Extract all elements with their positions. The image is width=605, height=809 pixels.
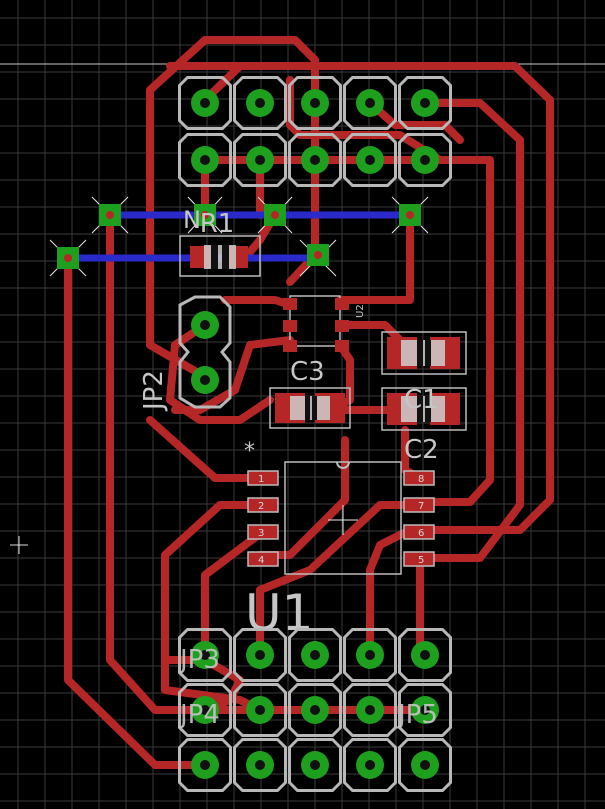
bottom-header-pad[interactable]	[233, 738, 287, 792]
pin1-marker: *	[244, 439, 255, 464]
via[interactable]	[57, 247, 79, 269]
u1-pin-right[interactable]: 8	[403, 470, 435, 486]
bottom-header-pad[interactable]	[288, 628, 342, 682]
u1-pin-left[interactable]: 2	[247, 497, 279, 513]
bottom-header-pad[interactable]	[343, 683, 397, 737]
top-header-pad[interactable]	[398, 76, 452, 130]
bottom-header-pad[interactable]	[288, 683, 342, 737]
u1-pin-number: 7	[418, 501, 424, 512]
resistor-r1[interactable]: R1 N	[179, 206, 261, 277]
bottom-header-pad[interactable]	[178, 628, 232, 682]
bottom-header-pad[interactable]	[343, 738, 397, 792]
via[interactable]	[307, 244, 329, 266]
bottom-header-pad[interactable]	[178, 683, 232, 737]
u1-pin-number: 4	[258, 555, 264, 566]
top-header-pad[interactable]	[233, 133, 287, 187]
u1-pin-number: 8	[418, 474, 424, 485]
top-header-pad[interactable]	[233, 76, 287, 130]
c1-label: C1	[404, 385, 439, 415]
bottom-header-pad[interactable]	[398, 683, 452, 737]
ic-u2[interactable]: U2	[283, 295, 366, 352]
u1-pin-right[interactable]: 5	[403, 551, 435, 567]
header-jp2[interactable]: JP2	[139, 295, 232, 412]
via[interactable]	[194, 204, 216, 226]
u1-pin-number: 2	[258, 501, 264, 512]
jp3-label: JP3	[178, 645, 220, 675]
top-header-pad[interactable]	[288, 76, 342, 130]
top-header-pad[interactable]	[343, 76, 397, 130]
top-pin-header[interactable]	[178, 76, 452, 187]
capacitor-c1[interactable]: C1	[381, 385, 467, 431]
top-header-pad[interactable]	[178, 133, 232, 187]
r1-overlap-label: N	[183, 206, 201, 234]
bottom-header-pad[interactable]	[288, 738, 342, 792]
bottom-header-pad[interactable]	[343, 628, 397, 682]
jp2-label: JP2	[139, 370, 169, 412]
capacitor-c3[interactable]: C3	[269, 357, 351, 429]
bottom-header-pad[interactable]	[178, 738, 232, 792]
vias[interactable]	[57, 204, 421, 269]
top-header-pad[interactable]	[178, 76, 232, 130]
r1-label: R1	[200, 209, 235, 239]
c2-label: C2	[404, 435, 439, 465]
u1-pin-number: 1	[258, 474, 264, 485]
u1-pin-right[interactable]: 7	[403, 497, 435, 513]
c3-label: C3	[290, 357, 325, 387]
jp4-label: JP4	[178, 700, 220, 730]
bottom-header-pad[interactable]	[233, 628, 287, 682]
u1-pin-number: 6	[418, 528, 424, 539]
bottom-header-pad[interactable]	[398, 738, 452, 792]
bottom-header-pad[interactable]	[233, 683, 287, 737]
bottom-header-pad[interactable]	[398, 628, 452, 682]
top-header-pad[interactable]	[288, 133, 342, 187]
u2-label: U2	[355, 304, 366, 318]
via[interactable]	[399, 204, 421, 226]
u1-pin-number: 5	[418, 555, 424, 566]
top-header-pad[interactable]	[343, 133, 397, 187]
u1-pin-number: 3	[258, 528, 264, 539]
capacitor-c2[interactable]: C2	[381, 331, 467, 465]
bottom-header-labels: JP3 JP4 JP5	[178, 645, 438, 730]
u1-pin-right[interactable]: 6	[403, 524, 435, 540]
u1-pin-left[interactable]: 3	[247, 524, 279, 540]
via[interactable]	[264, 204, 286, 226]
via[interactable]	[99, 204, 121, 226]
top-header-pad[interactable]	[398, 133, 452, 187]
u1-pin-left[interactable]: 4	[247, 551, 279, 567]
bottom-pin-header[interactable]	[178, 628, 452, 792]
crosshair-cursor-icon	[10, 536, 28, 554]
u1-pin-left[interactable]: 1	[247, 470, 279, 486]
jp5-label: JP5	[396, 700, 438, 730]
